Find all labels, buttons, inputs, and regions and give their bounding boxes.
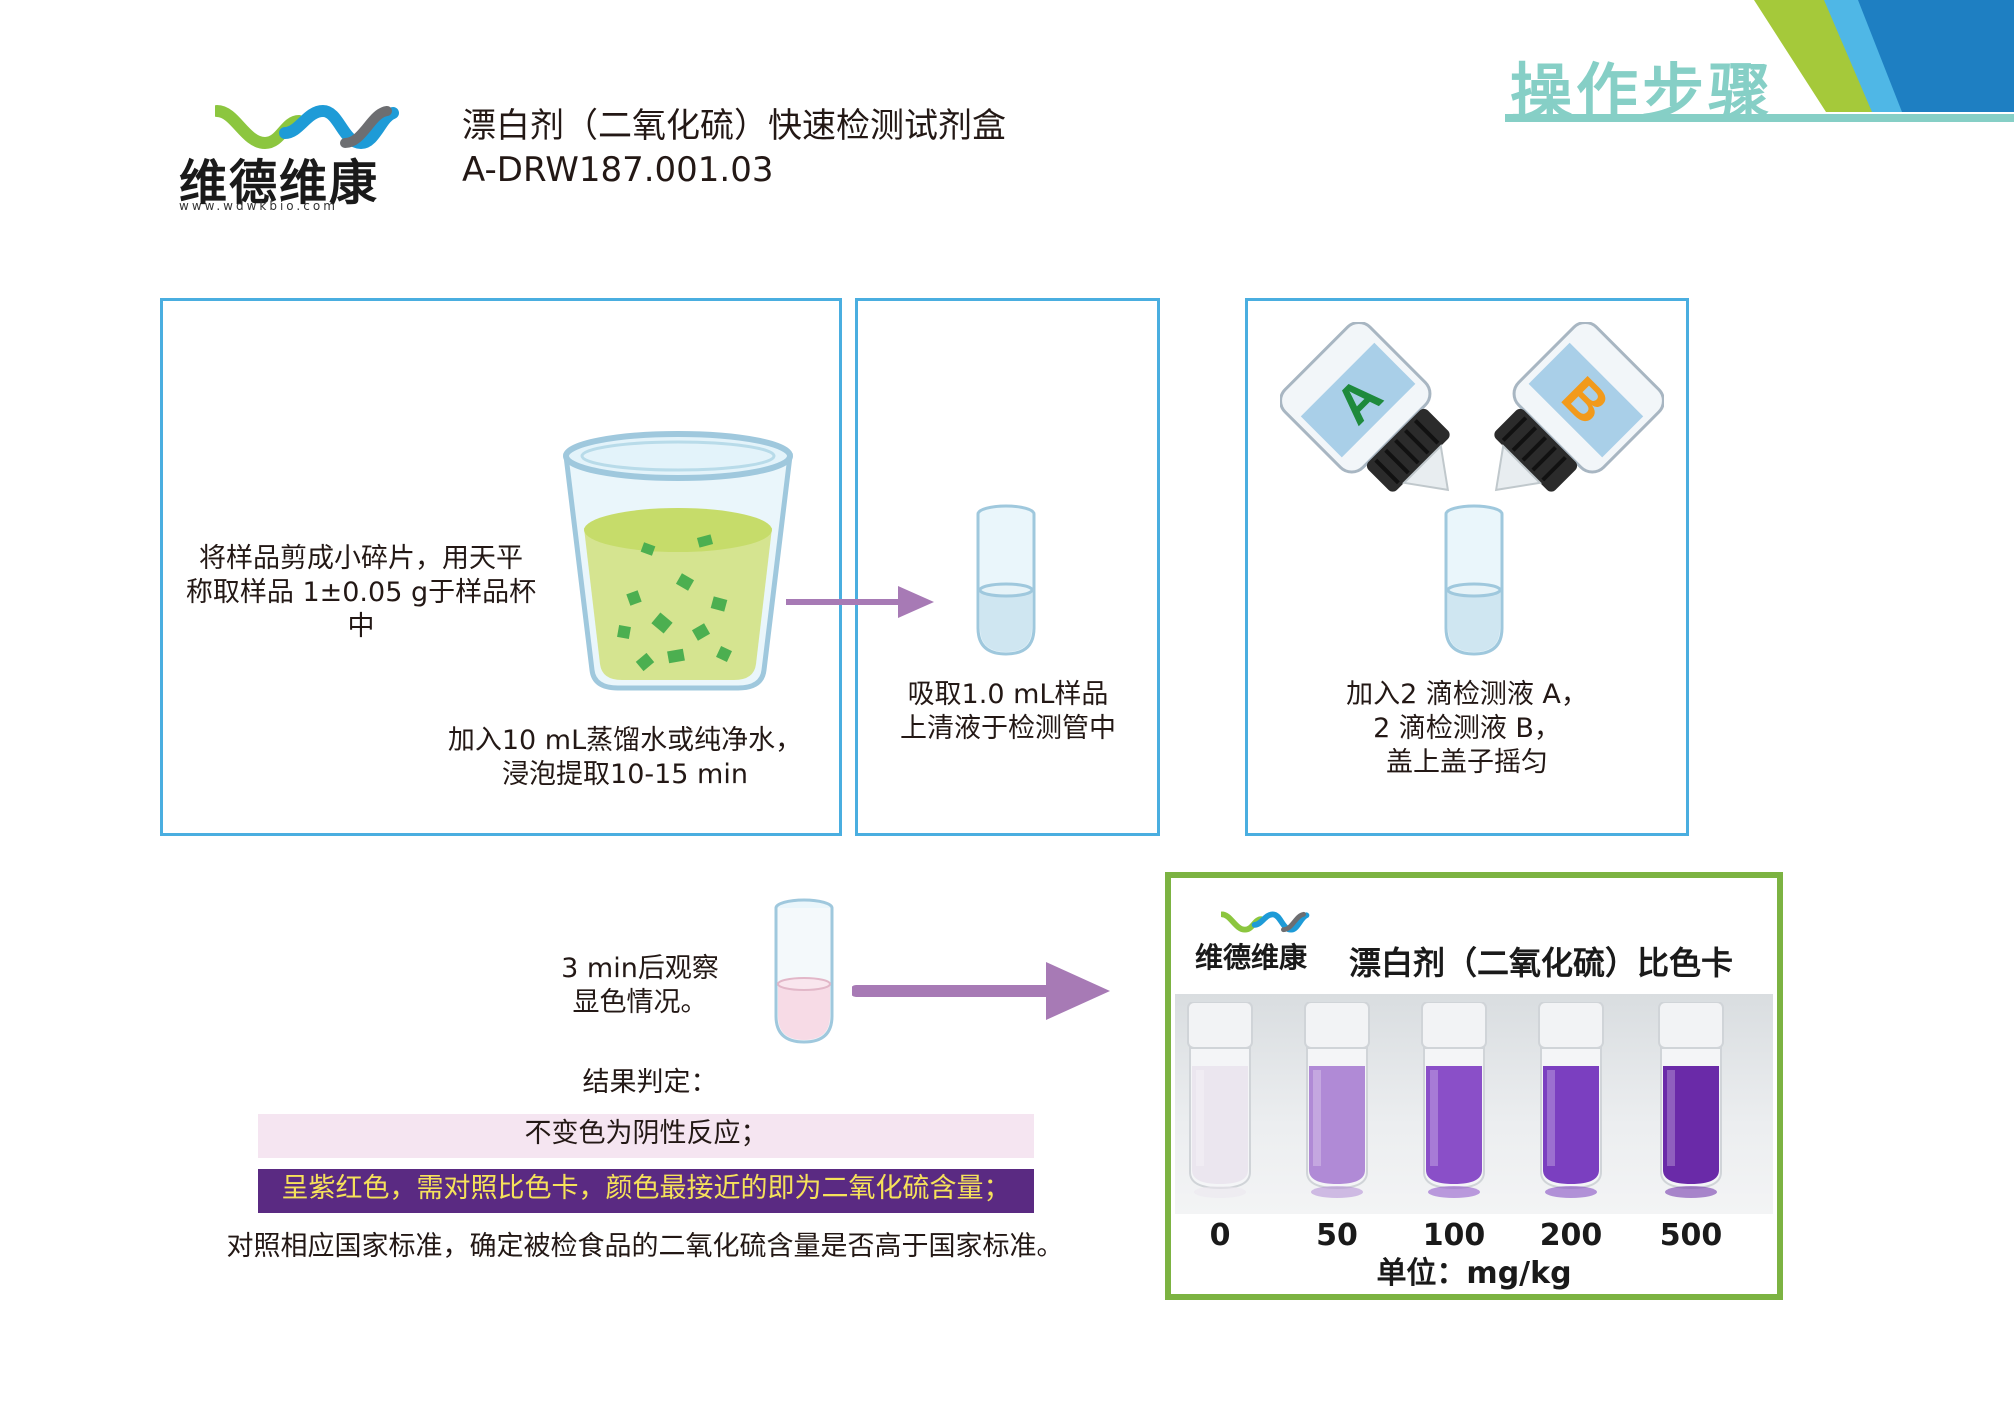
color-tube-0 bbox=[1187, 1002, 1253, 1198]
level-label-0: 0 bbox=[1209, 1218, 1231, 1253]
section-title-underline bbox=[1505, 114, 2014, 122]
test-tube-icon bbox=[1444, 504, 1504, 656]
result-note: 对照相应国家标准，确定被检食品的二氧化硫含量是否高于国家标准。 bbox=[226, 1231, 1064, 1262]
kit-title: 漂白剂（二氧化硫）快速检测试剂盒 bbox=[462, 106, 1006, 146]
step1-weigh-text: 将样品剪成小碎片，用天平 称取样品 1±0.05 g于样品杯 中 bbox=[185, 543, 537, 642]
step3-text: 加入2 滴检测液 A， 2 滴检测液 B， 盖上盖子摇匀 bbox=[1346, 679, 1588, 778]
sample-cup-icon bbox=[563, 431, 793, 691]
brand-name: 维德维康 bbox=[179, 155, 380, 211]
logo-wave-icon bbox=[215, 104, 399, 150]
tube-photo-strip bbox=[1175, 994, 1773, 1214]
test-tube-icon bbox=[976, 504, 1036, 656]
kit-code: A-DRW187.001.03 bbox=[462, 150, 774, 190]
step2-box bbox=[855, 298, 1160, 836]
color-tube-50 bbox=[1304, 1002, 1370, 1198]
unit-label: 单位：mg/kg bbox=[1376, 1256, 1572, 1291]
brand-url: www.wdwkbio.com bbox=[179, 199, 338, 213]
level-label-100: 100 bbox=[1422, 1218, 1486, 1253]
logo-wave-icon bbox=[1221, 911, 1310, 933]
step2-text: 吸取1.0 mL样品 上清液于检测管中 bbox=[900, 679, 1116, 744]
step4-text: 3 min后观察 显色情况。 bbox=[561, 953, 719, 1018]
level-labels: 0 50 100 200 500 bbox=[1175, 1218, 1773, 1258]
result-heading: 结果判定： bbox=[582, 1067, 718, 1098]
arrow-right-icon bbox=[852, 962, 1110, 1020]
step3-box bbox=[1245, 298, 1689, 836]
step1-box bbox=[160, 298, 842, 836]
arrow-right-icon bbox=[786, 586, 934, 618]
level-label-50: 50 bbox=[1316, 1218, 1358, 1253]
color-tube-100 bbox=[1421, 1002, 1487, 1198]
result-negative-bar: 不变色为阴性反应； bbox=[258, 1114, 1034, 1158]
corner-stripes-decoration bbox=[1754, 0, 2014, 112]
color-tube-500 bbox=[1658, 1002, 1724, 1198]
brand-logo: 维德维康 www.wdwkbio.com bbox=[175, 95, 399, 215]
reagent-bottle-a-icon: A bbox=[1280, 322, 1450, 492]
step1-extract-text: 加入10 mL蒸馏水或纯净水， 浸泡提取10-15 min bbox=[447, 725, 803, 790]
card-brand-name: 维德维康 bbox=[1195, 941, 1308, 974]
color-card-title: 漂白剂（二氧化硫）比色卡 bbox=[1349, 944, 1734, 982]
reagent-bottle-b-icon: B bbox=[1494, 322, 1664, 492]
result-positive-bar: 呈紫红色，需对照比色卡，颜色最接近的即为二氧化硫含量； bbox=[258, 1169, 1034, 1213]
level-label-500: 500 bbox=[1659, 1218, 1723, 1253]
color-card: 维德维康 漂白剂（二氧化硫）比色卡 0 50 100 200 500 单位：mg/kg bbox=[1165, 872, 1783, 1300]
color-tube-200 bbox=[1538, 1002, 1604, 1198]
level-label-200: 200 bbox=[1539, 1218, 1603, 1253]
test-tube-pink-icon bbox=[774, 898, 834, 1044]
